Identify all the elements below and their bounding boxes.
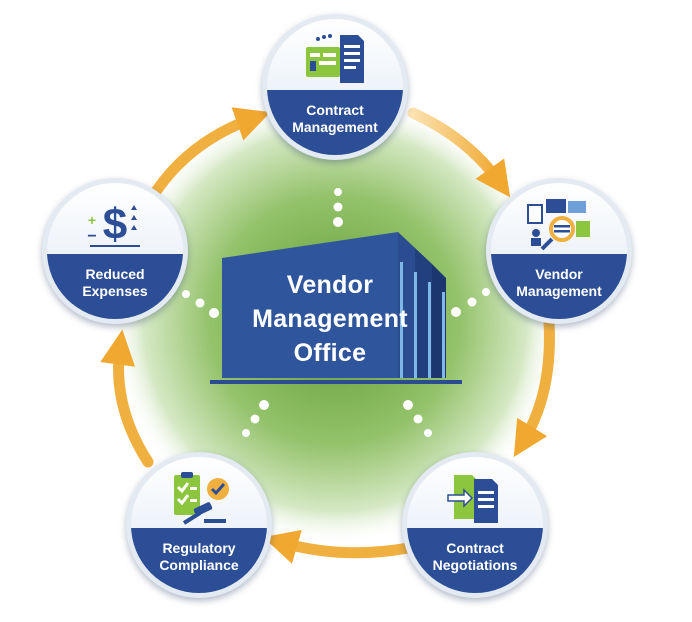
compliance-gavel-icon	[174, 472, 229, 525]
office-building	[210, 232, 462, 384]
arrow-compliance-to-expenses	[100, 329, 154, 468]
svg-text:+: +	[88, 212, 96, 228]
node-label: Contract Management	[292, 102, 378, 136]
center-title: Vendor Management Office	[252, 271, 408, 367]
svg-text:−: −	[87, 228, 96, 245]
contract-document-icon	[306, 34, 364, 84]
node-label: Contract Negotiations	[432, 540, 518, 574]
document-exchange-icon	[447, 475, 498, 524]
node-label: Reduced Expenses	[82, 266, 148, 300]
cycle-arrows	[100, 107, 555, 564]
node-regulatory-compliance[interactable]: Regulatory Compliance	[126, 452, 272, 598]
node-label: Vendor Management	[516, 266, 602, 300]
arrow-expenses-to-contract	[151, 107, 271, 196]
dollar-sign-icon: $ + −	[87, 200, 140, 249]
dotted-connectors	[182, 188, 490, 437]
vendor-search-icon	[527, 199, 590, 251]
node-vendor-management[interactable]: Vendor Management	[486, 178, 632, 324]
arrow-vendor-to-negotiations	[513, 316, 555, 458]
svg-text:$: $	[103, 200, 127, 249]
arrow-contract-to-vendor	[407, 107, 511, 198]
node-label: Regulatory Compliance	[159, 540, 239, 574]
node-contract-negotiations[interactable]: Contract Negotiations	[402, 452, 548, 598]
arrow-negotiations-to-compliance	[263, 529, 414, 564]
node-contract-management[interactable]: Contract Management	[262, 14, 408, 160]
node-reduced-expenses[interactable]: $ + − Reduced Expenses	[42, 178, 188, 324]
